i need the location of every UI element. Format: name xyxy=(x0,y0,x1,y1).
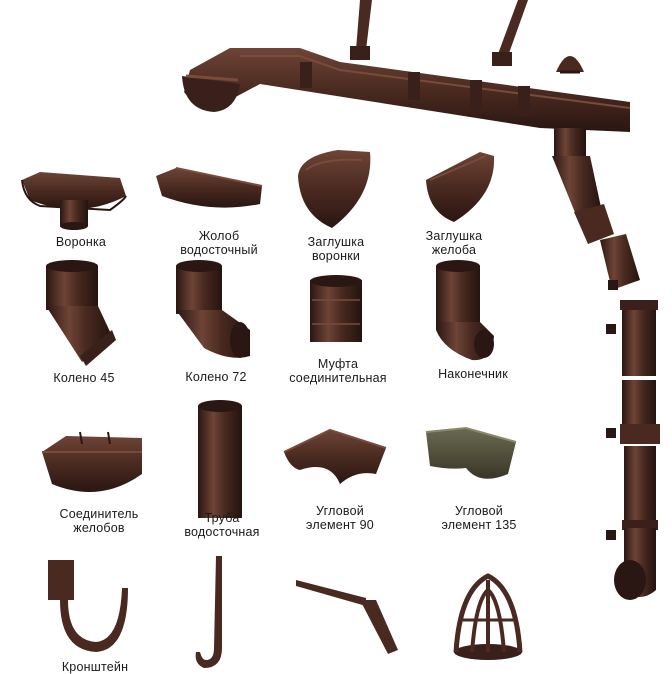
label-elbow-45: Колено 45 xyxy=(53,371,115,385)
gutter-bracket-icon xyxy=(48,560,128,652)
bracket-holder-icon xyxy=(296,580,398,654)
corner-135-icon xyxy=(425,426,517,479)
elbow-45-icon xyxy=(46,260,116,366)
label-funnel: Воронка xyxy=(55,235,107,249)
pipe-outlet-icon xyxy=(436,260,494,361)
gutter-funnel-icon xyxy=(21,172,127,230)
label-gutter-bracket: Кронштейн xyxy=(61,660,129,674)
assembled-gutter-system xyxy=(182,0,660,600)
label-pipe-outlet: Наконечник xyxy=(438,367,508,381)
label-elbow-72: Колено 72 xyxy=(185,370,247,384)
leaf-guard-icon xyxy=(453,573,523,660)
downpipe-icon xyxy=(198,400,242,518)
elbow-72-icon xyxy=(176,260,250,358)
pipe-coupling-icon xyxy=(310,275,362,342)
gutter-cap-icon xyxy=(426,152,495,222)
gutter-connector-icon xyxy=(42,431,142,492)
funnel-cap-icon xyxy=(298,150,371,228)
long-hook-icon xyxy=(195,556,222,668)
gutter-trough-icon xyxy=(156,167,263,208)
corner-90-icon xyxy=(283,428,387,484)
